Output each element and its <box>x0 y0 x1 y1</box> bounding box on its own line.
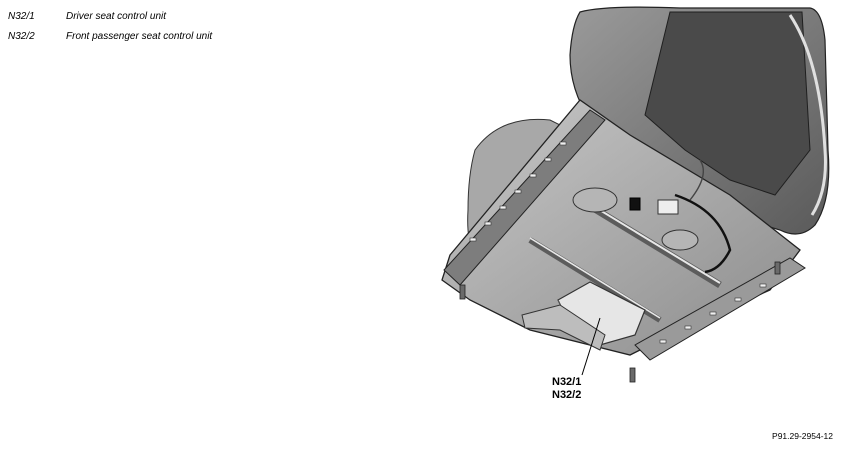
figure-id: P91.29-2954-12 <box>772 431 833 441</box>
legend-code: N32/1 <box>8 11 35 22</box>
legend-code: N32/2 <box>8 31 35 42</box>
legend-row-n32-2: N32/2 Front passenger seat control unit <box>8 27 212 47</box>
left-rail <box>443 109 606 286</box>
connector <box>629 197 641 211</box>
legend-row-n32-1: N32/1 Driver seat control unit <box>8 7 212 27</box>
right-rail <box>634 257 806 361</box>
backrest-edge <box>788 14 827 216</box>
motor <box>572 187 618 213</box>
motor <box>661 229 699 251</box>
control-unit-bracket <box>521 304 606 351</box>
backrest-panel <box>644 11 811 196</box>
cross-tube-highlight <box>529 237 661 319</box>
legend: N32/1 Driver seat control unit N32/2 Fro… <box>8 7 212 47</box>
rail-holes-right <box>659 283 767 344</box>
cross-tube-highlight <box>579 197 721 284</box>
cross-tube <box>578 197 722 288</box>
mounting-bolts <box>459 261 781 383</box>
callout-line-1: N32/1 <box>552 376 582 388</box>
callout-leader-line <box>581 317 601 376</box>
legend-description: Front passenger seat control unit <box>66 31 213 42</box>
legend-description: Driver seat control unit <box>66 11 167 22</box>
callout-line-2: N32/2 <box>552 389 582 401</box>
connector <box>657 199 679 215</box>
wire-harness <box>689 159 704 201</box>
callout-label: N32/1 N32/2 <box>552 376 581 402</box>
rail-holes <box>469 141 567 242</box>
seat-underside-illustration <box>441 6 830 383</box>
wire-harness <box>674 193 732 274</box>
